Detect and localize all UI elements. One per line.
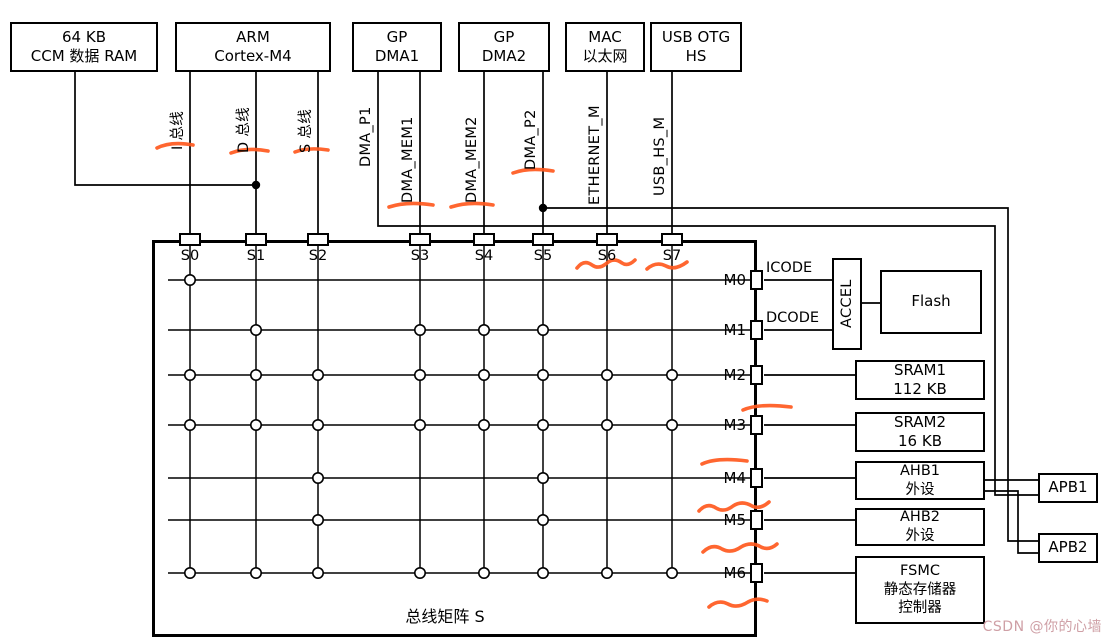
fsmc-line1: FSMC [900,562,940,579]
s-port-label: S3 [410,248,430,264]
mac-line1: MAC [588,27,622,46]
dma2-line2: DMA2 [481,47,527,65]
matrix-title: 总线矩阵 S [405,607,485,626]
ahb1-line2: 外设 [905,481,935,498]
s-port-label: S7 [662,248,682,264]
watermark: CSDN @你的心墙 [982,619,1102,635]
d-bus-label: D 总线 [236,107,252,153]
usb-otg-box: USB OTG HS [650,22,742,72]
sram2-line1: SRAM2 [893,412,947,431]
icode-label: ICODE [766,260,813,276]
accel-label: ACCEL [839,279,855,328]
s-port-label: S1 [246,248,266,264]
dma-mem1-label: DMA_MEM1 [400,116,416,203]
s-port-label: S5 [533,248,553,264]
ahb2-line2: 外设 [905,528,935,544]
fsmc-line3: 控制器 [898,600,942,617]
apb1-label: APB1 [1048,478,1088,497]
accel-box [832,258,862,350]
dma-p2-label: DMA_P2 [523,109,539,170]
dma1-box: GP DMA1 [352,22,442,72]
m-port-label: M3 [723,416,747,434]
arm-line2: Cortex-M4 [214,47,292,65]
port-stubs [179,233,763,583]
m-port-label: M6 [723,564,747,582]
usb-line2: HS [685,47,707,65]
grid-lines [168,245,752,574]
flash-box: Flash [880,270,982,334]
dma1-line2: DMA1 [374,47,420,65]
dma-p1-label: DMA_P1 [358,106,374,167]
ahb1-periph-box: AHB1 外设 [855,461,985,500]
m-port-label: M4 [723,469,747,487]
annotation-marks [155,141,793,609]
connection-circles [184,273,678,579]
mac-line2: 以太网 [582,47,628,65]
ccm-ram-line1: 64 KB [62,27,106,46]
sram1-line1: SRAM1 [893,360,947,379]
fsmc-box: FSMC 静态存储器 控制器 [855,556,985,624]
i-bus-label: I 总线 [170,110,186,150]
arm-cortex-box: ARM Cortex-M4 [175,22,331,72]
arm-line1: ARM [236,27,270,46]
sram2-line2: 16 KB [898,432,942,450]
sram1-box: SRAM1 112 KB [855,360,985,400]
s-port-label: S0 [180,248,200,264]
usb-line1: USB OTG [661,27,731,46]
s-port-label: S6 [597,248,617,264]
ahb2-line1: AHB2 [900,509,940,526]
ethernet-mac-box: MAC 以太网 [565,22,645,72]
m-port-label: M0 [723,271,747,289]
s-port-label: S4 [474,248,494,264]
ethernet-m-label: ETHERNET_M [587,105,603,205]
junction-dots [251,180,548,213]
m-port-label: M2 [723,366,747,384]
dma1-line1: GP [386,27,408,46]
sram1-line2: 112 KB [893,380,947,398]
dma2-line1: GP [493,27,515,46]
flash-label: Flash [911,292,951,311]
ccm-ram-line2: CCM 数据 RAM [30,47,138,65]
s-bus-label: S 总线 [298,108,314,153]
m-port-label: M5 [723,511,747,529]
dma-mem2-label: DMA_MEM2 [464,116,480,203]
fsmc-line2: 静态存储器 [883,581,957,598]
ahb1-line1: AHB1 [900,462,940,479]
ccm-ram-box: 64 KB CCM 数据 RAM [10,22,158,72]
sram2-box: SRAM2 16 KB [855,412,985,452]
apb1-box: APB1 [1038,473,1098,503]
s-port-label: S2 [308,248,328,264]
apb2-box: APB2 [1038,533,1098,563]
usb-hs-m-label: USB_HS_M [652,116,668,196]
apb2-label: APB2 [1048,538,1088,557]
dma2-box: GP DMA2 [458,22,550,72]
m-port-label: M1 [723,321,747,339]
dcode-label: DCODE [766,310,820,326]
ahb2-periph-box: AHB2 外设 [855,508,985,546]
